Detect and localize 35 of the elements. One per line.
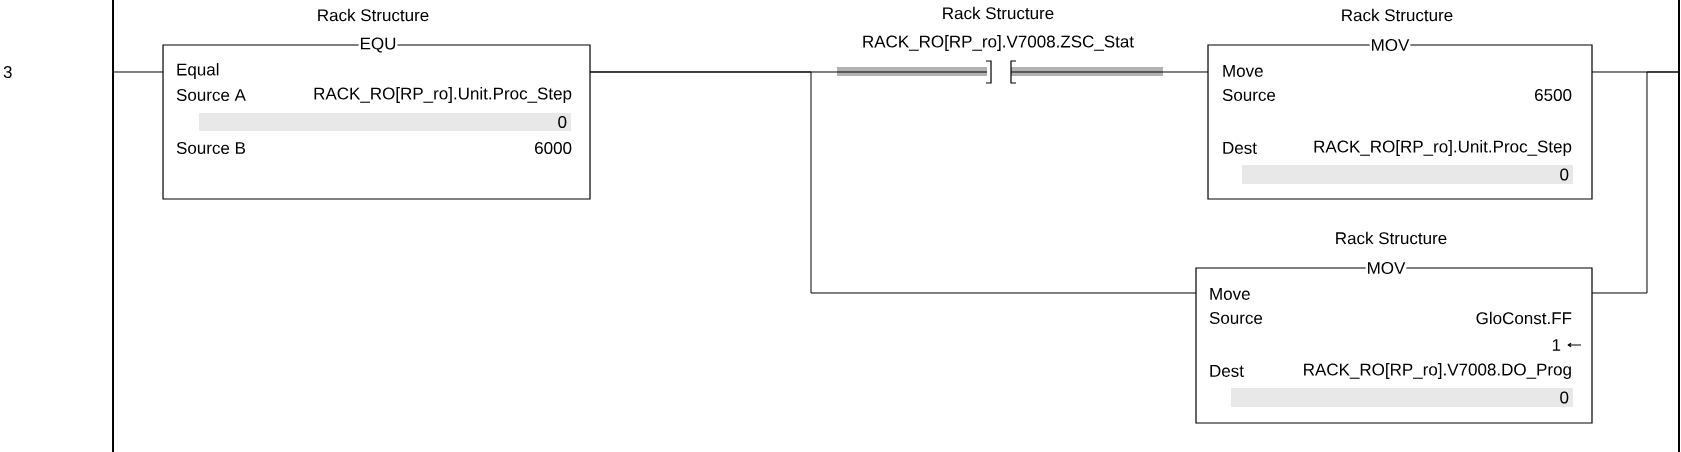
instruction-mnemonic: MOV [1369,39,1411,51]
rung-wire [113,71,164,73]
rung-wire [589,71,1197,294]
rung-wire [1162,71,1209,73]
instruction-box [1207,8,1593,200]
tag-name: RACK_RO[RP_ro].Unit.Proc_Step [314,87,572,103]
value-field: 0 [1242,165,1573,184]
instruction-name: Move [1210,288,1250,300]
operand-value: 1 [1552,339,1561,351]
operand-label: Source [1209,311,1263,324]
operand-label: Source A [176,89,246,101]
operand-label: Source [1222,89,1276,101]
contact-title: Rack Structure [943,6,1054,20]
operand-label: Dest [1223,142,1257,154]
instruction-mnemonic: MOV [1365,261,1407,274]
instruction-title: Rack Structure [1342,8,1453,22]
value-field: 0 [199,113,571,131]
value-field: 0 [1231,388,1573,407]
instruction-box [162,8,591,200]
instruction-name: Move [1223,65,1263,77]
rung-wire [1591,71,1679,294]
instruction-box [1195,231,1593,424]
operand-label: Dest [1210,365,1244,377]
tag-name: RACK_RO[RP_ro].V7008.ZSC_Stat [863,35,1134,51]
tag-name: RACK_RO[RP_ro].Unit.Proc_Step [1314,140,1572,156]
operand-label: Source B [176,142,246,154]
operand-value: 6000 [535,142,572,154]
instruction-title: Rack Structure [1336,231,1447,245]
instruction-name: Equal [177,63,219,79]
instruction-title: Rack Structure [318,8,429,22]
operand-value: 6500 [1535,89,1572,101]
tag-name: GloConst.FF [1476,311,1572,325]
tag-name: RACK_RO[RP_ro].V7008.DO_Prog [1304,363,1571,379]
instruction-mnemonic: EQU [358,37,398,53]
rung-number: 3 [3,66,12,78]
